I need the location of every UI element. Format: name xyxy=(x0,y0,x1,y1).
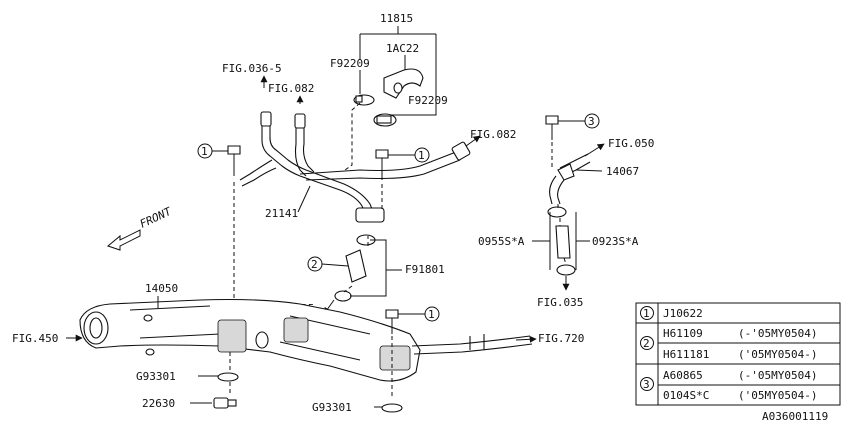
legend-row-1-part: J10622 xyxy=(663,307,703,320)
hose-f91801 xyxy=(334,234,376,302)
circle-ref-3-top-text: 3 xyxy=(588,115,595,128)
label-fig-035-right: FIG.035 xyxy=(537,296,583,309)
label-0955s: 0955S*A xyxy=(478,235,525,248)
bracket-11815: 11815 xyxy=(359,12,437,116)
circle-ref-1-right-text: 1 xyxy=(428,308,435,321)
circle-ref-1-center-text: 1 xyxy=(418,149,425,162)
clamp-f92209-upper xyxy=(353,94,375,106)
elbow-hose-1ac22 xyxy=(383,68,424,99)
label-14067: 14067 xyxy=(606,165,639,178)
label-1ac22: 1AC22 xyxy=(386,42,419,55)
legend-ref-3: 3 xyxy=(643,378,650,391)
label-g93301-left: G93301 xyxy=(136,370,176,383)
label-22630: 22630 xyxy=(142,397,175,410)
bolt-ref1-center: 1 xyxy=(375,147,430,180)
label-g93301-right: G93301 xyxy=(312,401,352,414)
legend-row-5-range: ('05MY0504-) xyxy=(738,389,817,402)
pipe-to-fig-720 xyxy=(411,334,533,355)
legend-row-4-range: (-'05MY0504) xyxy=(738,369,817,382)
legend-ref-1: 1 xyxy=(643,307,650,320)
pipe-14067 xyxy=(549,153,591,205)
legend-row-4-part: A60865 xyxy=(663,369,703,382)
legend-circle-2 xyxy=(640,336,654,350)
label-fig-082-upper: FIG.082 xyxy=(268,82,314,95)
label-f92209-lower: F92209 xyxy=(408,94,448,107)
legend-row-2-part: H61109 xyxy=(663,327,703,340)
label-f92209-upper: F92209 xyxy=(330,57,370,70)
label-14050: 14050 xyxy=(145,282,178,295)
front-indicator: FRONT xyxy=(106,204,175,251)
legend-table: 1 2 3 J10622 H61109 (-'05MY0504) H611181… xyxy=(635,302,841,406)
pipe-14050 xyxy=(79,298,421,382)
circle-ref-1-left-text: 1 xyxy=(201,145,208,158)
label-fig-720: FIG.720 xyxy=(538,332,584,345)
label-front: FRONT xyxy=(138,204,175,230)
label-fig-450: FIG.450 xyxy=(12,332,58,345)
circle-ref-2-text: 2 xyxy=(311,258,318,271)
hose-right xyxy=(547,206,576,276)
bolt-ref1-right: 1 xyxy=(385,306,440,334)
clamp-f92209-lower xyxy=(373,113,397,127)
bolt-ref3: 3 xyxy=(545,113,600,140)
pipe-21141 xyxy=(239,111,471,223)
washer-g93301-right xyxy=(381,403,403,413)
legend-row-2-range: (-'05MY0504) xyxy=(738,327,817,340)
label-21141: 21141 xyxy=(265,207,298,220)
legend-circle-1 xyxy=(640,306,654,320)
label-fig-050: FIG.050 xyxy=(608,137,654,150)
label-f91801: F91801 xyxy=(405,263,445,276)
legend-ref-2: 2 xyxy=(643,337,650,350)
bolt-ref1-left: 1 xyxy=(197,143,241,176)
legend-row-3-part: H611181 xyxy=(663,348,709,361)
legend-circle-3 xyxy=(640,377,654,391)
label-11815: 11815 xyxy=(380,12,413,25)
label-fig-036-5: FIG.036-5 xyxy=(222,62,282,75)
legend-row-5-part: 0104S*C xyxy=(663,389,709,402)
label-fig-082-right: FIG.082 xyxy=(470,128,516,141)
sensor-22630 xyxy=(213,397,237,409)
diagram-id: A036001119 xyxy=(762,410,828,423)
label-0923s: 0923S*A xyxy=(592,235,639,248)
washer-g93301-left xyxy=(217,372,239,382)
legend-row-3-range: ('05MY0504-) xyxy=(738,348,817,361)
